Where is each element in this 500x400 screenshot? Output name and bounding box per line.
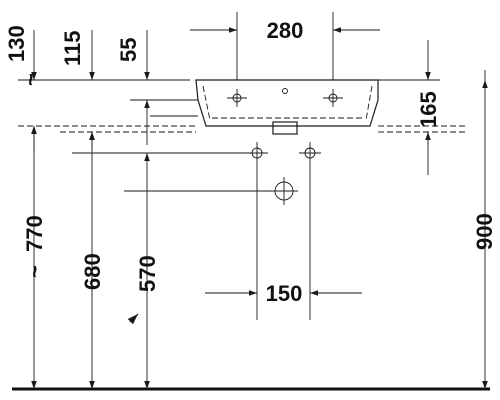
tap-hole-left (227, 89, 247, 107)
dimension-150: 150 (205, 164, 362, 320)
tolerance-arrow-icon (127, 313, 139, 325)
dimension-55: 55 (116, 30, 150, 145)
dimension-900: 900 (472, 70, 497, 389)
overflow-hole (282, 88, 288, 94)
dimension-130-prefix: ~ (18, 73, 43, 86)
tap-hole-right (323, 89, 343, 107)
dimension-770-label: 770 (22, 215, 47, 252)
dimension-115-label: 115 (60, 31, 85, 67)
dimension-570: 570 (127, 153, 160, 389)
dimension-150-label: 150 (266, 281, 303, 306)
dimension-900-label: 900 (472, 213, 497, 250)
basin (195, 79, 379, 135)
dimension-680: 680 (80, 132, 105, 389)
dimension-115: 115 (60, 30, 95, 150)
dimension-570-label: 570 (135, 255, 160, 292)
dimension-165-label: 165 (416, 91, 441, 128)
water-supply-right (299, 142, 321, 164)
dimension-130-label: 130 (4, 25, 29, 62)
water-supply-left (246, 142, 268, 164)
drain-connection (270, 177, 298, 205)
dimension-55-label: 55 (116, 38, 141, 62)
dimension-770: 770 ~ (22, 126, 47, 389)
dimension-770-prefix: ~ (22, 265, 47, 278)
dimension-130: 130 ~ (4, 25, 43, 150)
dimension-280: 280 (190, 12, 380, 80)
dimension-280-label: 280 (267, 18, 304, 43)
dimension-165: 165 (416, 40, 441, 175)
dimension-680-label: 680 (80, 253, 105, 290)
